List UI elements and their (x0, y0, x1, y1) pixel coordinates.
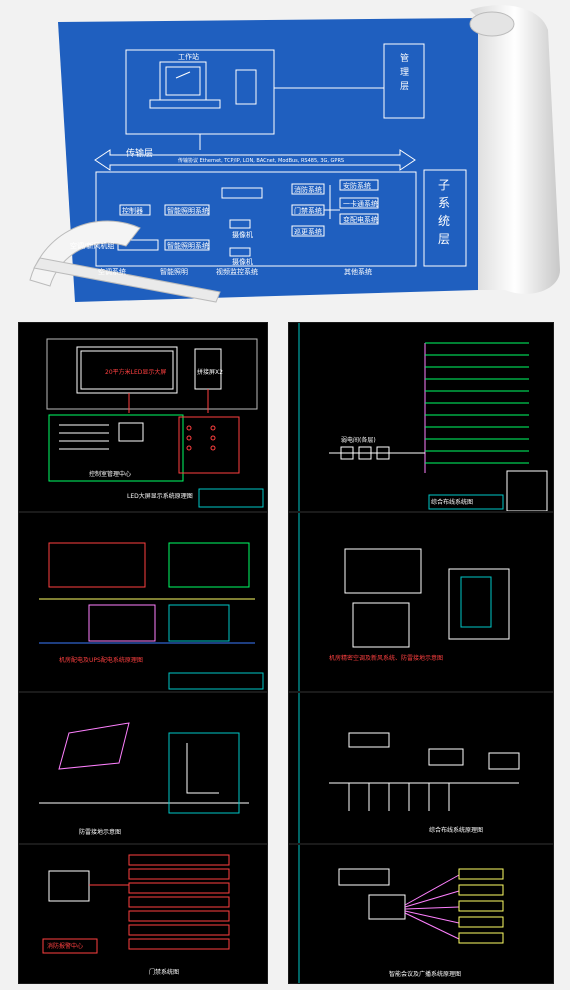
right-group-label: 其他系统 (344, 268, 372, 276)
cad-panel-access[interactable]: 消防报警中心 门禁系统图 (18, 844, 268, 984)
panel-grounding-graphic (39, 722, 249, 814)
left-box-0: 控制器 (122, 207, 143, 215)
right-a-2: 巡更系统 (294, 228, 322, 236)
panel-network-graphic (298, 693, 520, 843)
cad-panel-led[interactable]: 20平方米LED显示大屏 拼接屏X2 控制室管理中心 LED大屏显示系统原理图 (18, 322, 268, 512)
led-control-label: 控制室管理中心 (89, 471, 132, 478)
blueprint-sheet (58, 18, 478, 302)
panel-power-title: 机房配电及UPS配电系统原理图 (59, 657, 143, 664)
mid-box-0: 智能照明系统 (167, 207, 209, 215)
panel-cabling-graphic (298, 323, 548, 511)
subsystem-layer-label: 子 系 统 层 (438, 178, 451, 246)
cad-panel-grounding[interactable]: 防雷接地示意图 (18, 692, 268, 844)
panel-hvac-title: 机房精密空调及新风系统、防雷接地示意图 (329, 655, 444, 662)
cad-panel-hvac[interactable]: 机房精密空调及新风系统、防雷接地示意图 (288, 512, 554, 692)
panel-access-graphic (42, 854, 230, 954)
panel-grounding-title: 防雷接地示意图 (79, 829, 122, 836)
led-screen-label: 20平方米LED显示大屏 (105, 369, 167, 376)
blueprint-scene: 工作站 管 理 层 传输层 传输协议 Ethernet, TCP/IP, LON… (0, 0, 570, 320)
right-a-1: 门禁系统 (294, 207, 322, 215)
workstation-label: 工作站 (178, 53, 199, 61)
blueprint-graphic (29, 5, 560, 303)
transport-arrow (94, 149, 416, 171)
protocol-text: 传输协议 Ethernet, TCP/IP, LON, BACnet, ModB… (178, 158, 345, 164)
panel-access-title: 门禁系统图 (149, 969, 180, 976)
cad-panel-meeting[interactable]: 智能会议及广播系统原理图 (288, 844, 554, 984)
led-side-label: 拼接屏X2 (197, 369, 223, 376)
right-b-0: 安防系统 (343, 182, 371, 190)
right-a-0: 消防系统 (294, 186, 322, 194)
panel-led-graphic (46, 338, 264, 508)
cabling-note: 弱电间(各层) (341, 437, 376, 444)
left-group-label: 空调系统 (98, 268, 126, 276)
cad-panel-cabling[interactable]: 弱电间(各层) 综合布线系统图 (288, 322, 554, 512)
cam-box-0: 摄像机 (232, 231, 253, 239)
paper-roll (470, 5, 560, 294)
panel-power-graphic (39, 542, 264, 690)
ruler (33, 257, 221, 303)
right-b-2: 变配电系统 (343, 216, 378, 224)
mid-box-1: 智能照明系统 (167, 242, 209, 250)
panel-network-title: 综合布线系统原理图 (429, 827, 484, 834)
panel-meeting-title: 智能会议及广播系统原理图 (389, 971, 462, 978)
cam-group-label: 视频监控系统 (216, 268, 258, 276)
mid-group-label: 智能照明 (160, 268, 188, 276)
panel-meeting-graphic (298, 845, 504, 983)
panel-cabling-title: 综合布线系统图 (431, 499, 474, 506)
transport-label: 传输层 (126, 149, 154, 159)
cam-box-1: 摄像机 (232, 258, 253, 266)
left-box-1: 空调/新风机组 (70, 242, 115, 250)
mgmt-layer-label: 管 理 层 (400, 54, 410, 92)
cad-panel-network[interactable]: 综合布线系统原理图 (288, 692, 554, 844)
access-alert-label: 消防报警中心 (47, 943, 84, 950)
right-b-1: 一卡通系统 (343, 200, 378, 208)
panel-led-title: LED大屏显示系统原理图 (127, 493, 193, 500)
cad-panel-power[interactable]: 机房配电及UPS配电系统原理图 (18, 512, 268, 692)
panel-hvac-graphic (298, 513, 510, 691)
